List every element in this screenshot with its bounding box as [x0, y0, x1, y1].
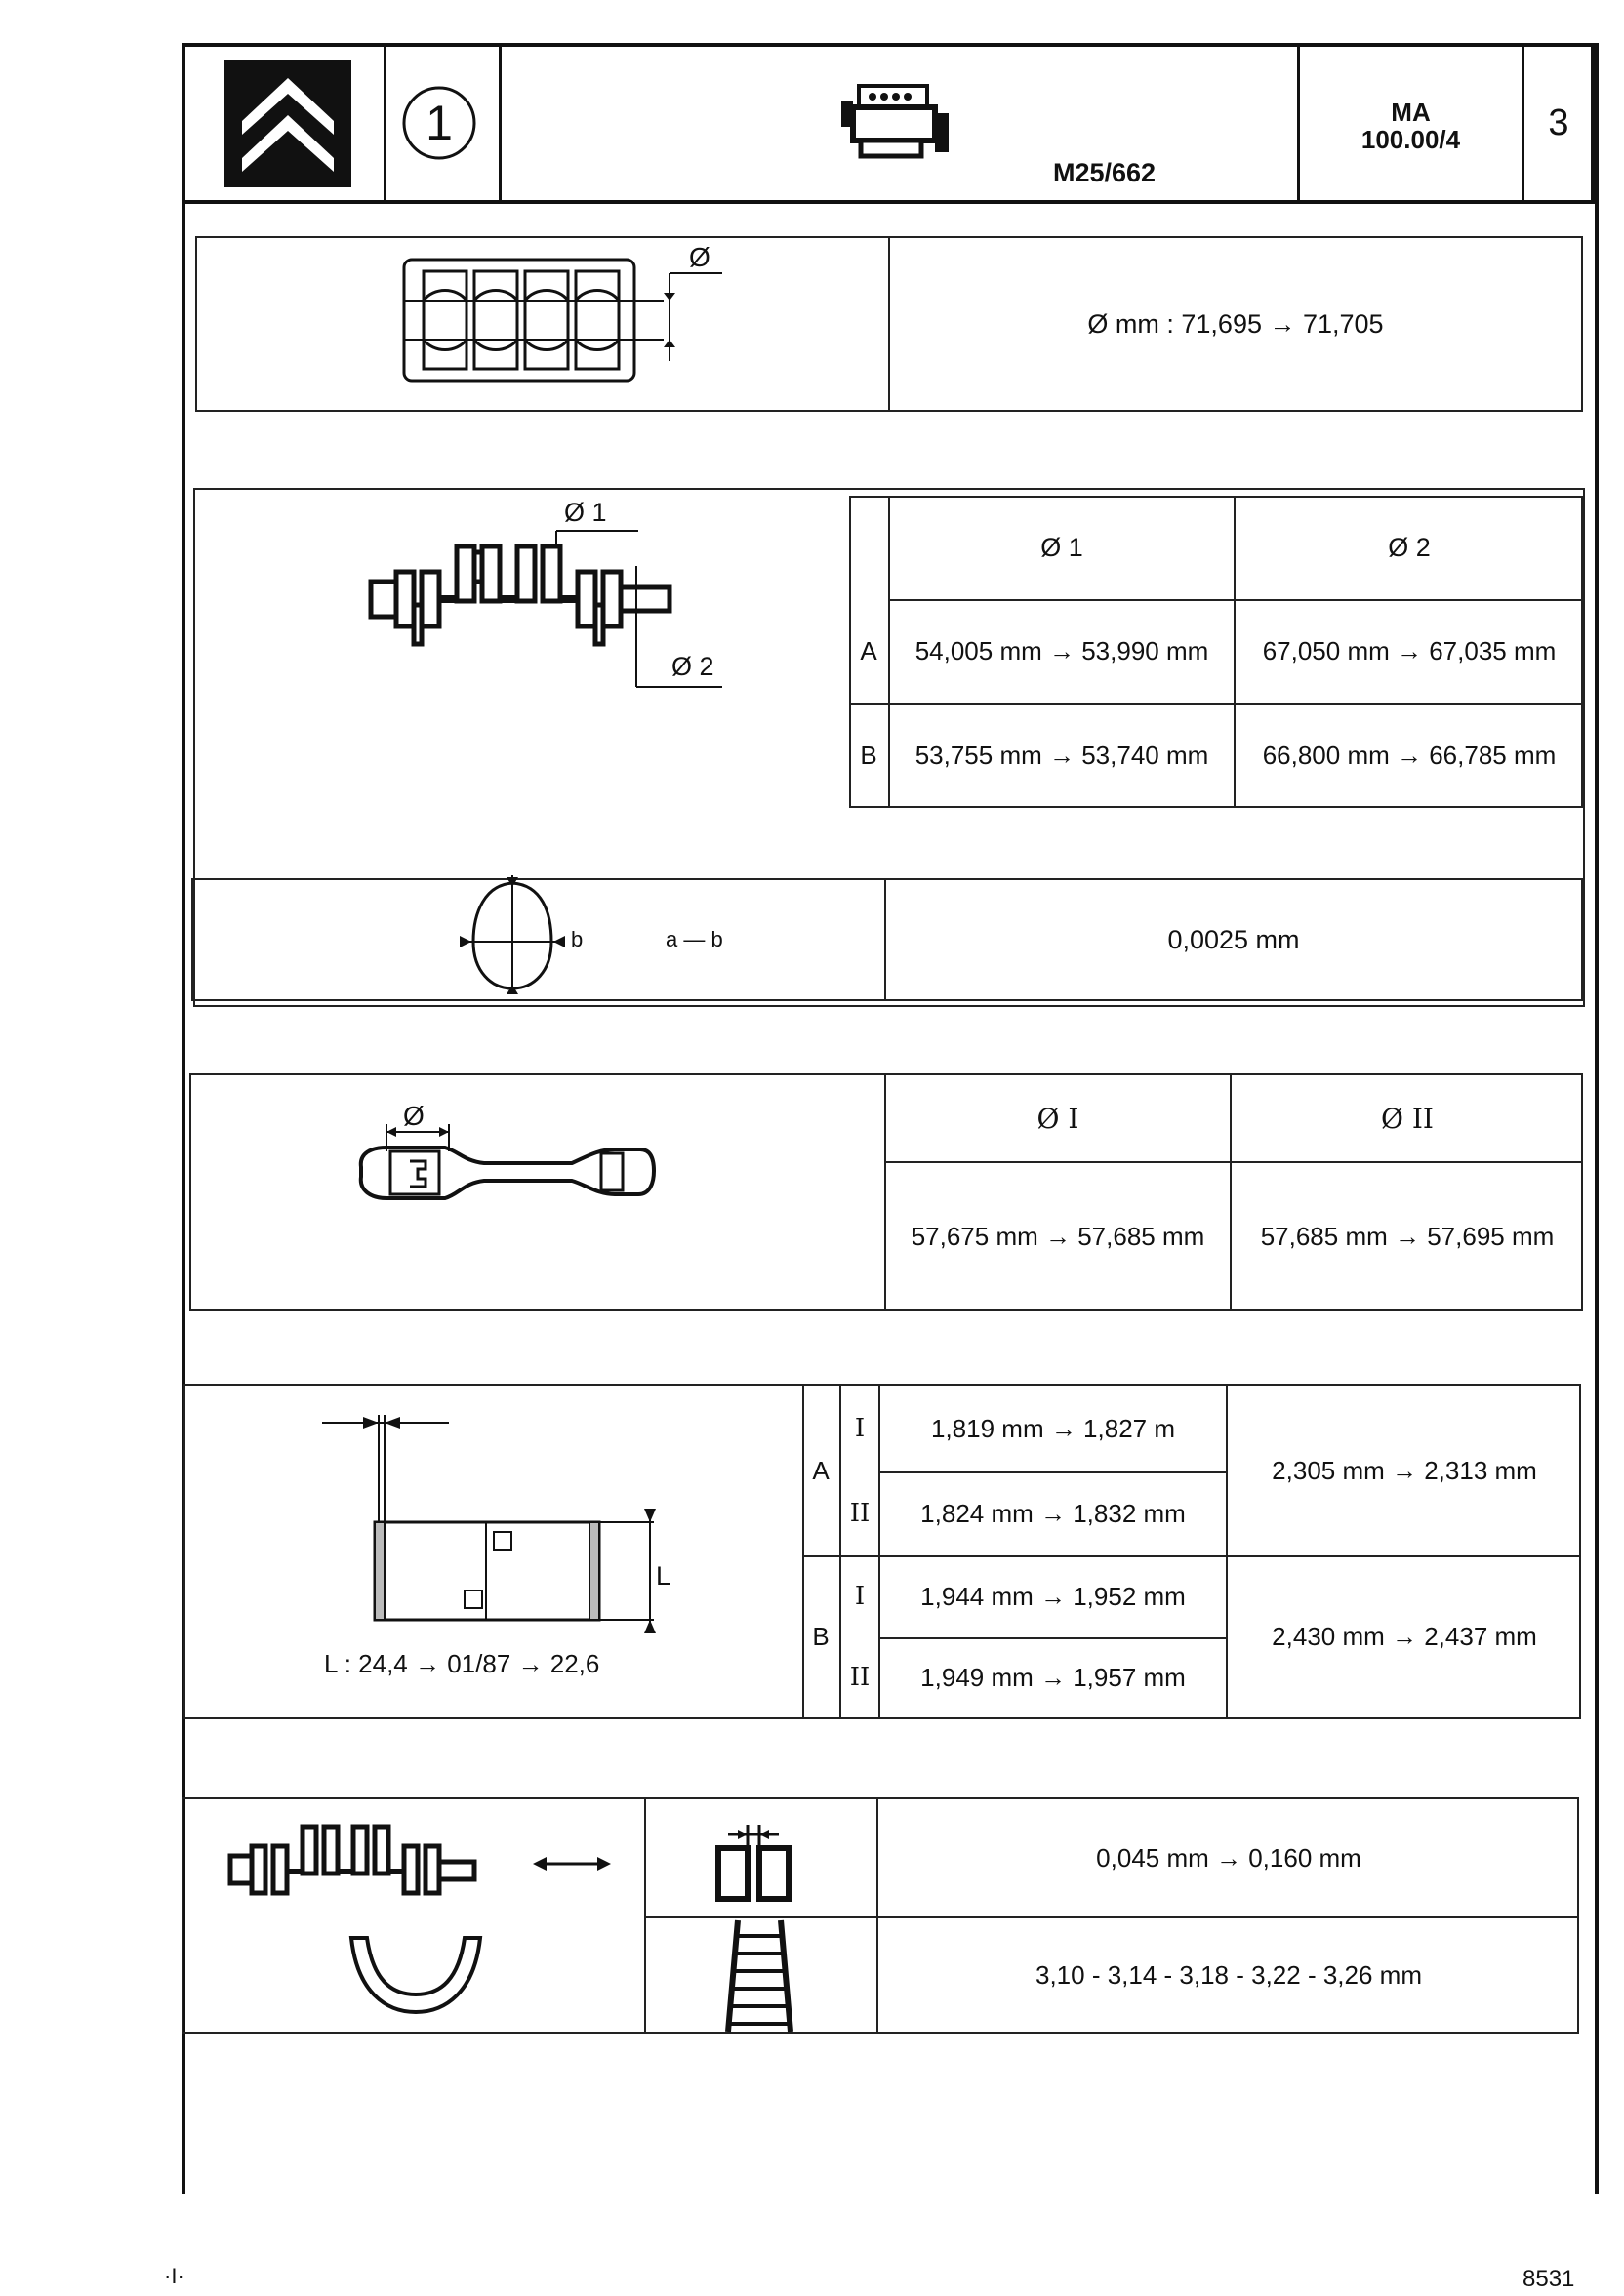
- divider: [1226, 1386, 1228, 1717]
- divider: [878, 1637, 1226, 1639]
- footer-left-mark: ·I·: [164, 2264, 184, 2288]
- journal-table: [849, 496, 1583, 808]
- shell-b-roman-1: I: [854, 1582, 866, 1611]
- shell-length-note: L : 24,4 → 01/87 → 22,6: [324, 1649, 600, 1678]
- section-circle: [402, 86, 476, 160]
- ovality-value: 0,0025 mm: [1167, 924, 1300, 954]
- divider: [839, 1386, 841, 1717]
- ovality-section: [191, 878, 1583, 1001]
- page-header: 1 M25/662 MA 100.00/4 3: [182, 43, 1595, 204]
- crankshaft-section: [193, 488, 1585, 1007]
- divider: [884, 1075, 886, 1309]
- journal-a-d2: 67,050 mm → 67,035 mm: [1262, 635, 1557, 665]
- engine-block-icon: [841, 84, 949, 159]
- rod-value-d1: 57,675 mm → 57,685 mm: [911, 1221, 1205, 1251]
- manual-ref-line2: 100.00/4: [1360, 125, 1461, 154]
- bore-diameter-symbol: Ø: [689, 242, 710, 272]
- divider: [1230, 1075, 1232, 1309]
- divider: [849, 703, 1583, 705]
- engine-cell: M25/662: [502, 47, 1300, 200]
- divider: [888, 496, 890, 808]
- journal-d2-label: Ø 2: [671, 652, 714, 681]
- bearing-shells-section: [183, 1384, 1581, 1719]
- ovality-label-b: b: [571, 927, 584, 951]
- journal-grade-b: B: [860, 740, 877, 770]
- divider: [644, 1799, 646, 2032]
- manual-ref-cell: MA 100.00/4: [1300, 47, 1524, 200]
- shell-a-roman-2: II: [849, 1499, 871, 1528]
- journal-col-d2: Ø 2: [1388, 532, 1431, 562]
- divider: [802, 1555, 1581, 1557]
- shell-b-value-2: 1,949 mm → 1,957 mm: [920, 1662, 1186, 1692]
- shell-length-label: L: [656, 1561, 671, 1591]
- logo-cell: [185, 47, 386, 200]
- connecting-rod-section: [189, 1073, 1583, 1311]
- section-cell: 1: [386, 47, 502, 200]
- divider: [888, 238, 890, 410]
- shell-grade-a: A: [812, 1455, 830, 1485]
- rod-col-d2: Ø II: [1381, 1102, 1434, 1135]
- divider: [644, 1916, 1579, 1918]
- block-bore-section: [195, 236, 1583, 412]
- bore-diameter-value: Ø mm : 71,695 → 71,705: [1087, 308, 1384, 339]
- shell-a-value-2: 1,824 mm → 1,832 mm: [920, 1498, 1186, 1528]
- rod-value-d2: 57,685 mm → 57,695 mm: [1260, 1221, 1555, 1251]
- page-number: 3: [1548, 102, 1569, 143]
- thrust-washer-sizes: 3,10 - 3,14 - 3,18 - 3,22 - 3,26 mm: [1035, 1959, 1422, 1990]
- manual-ref-line1: MA: [1391, 98, 1431, 127]
- shell-grade-b: B: [812, 1621, 830, 1651]
- connecting-rod-diagram: [358, 1124, 657, 1200]
- end-float-play: 0,045 mm → 0,160 mm: [1096, 1842, 1361, 1873]
- divider: [878, 1471, 1226, 1473]
- cylinder-block-diagram: [402, 258, 722, 383]
- shell-a-roman-1: I: [854, 1414, 866, 1443]
- clearance-gauge-icon: [715, 1825, 792, 1902]
- divider: [884, 1161, 1583, 1163]
- divider: [876, 1799, 878, 2032]
- divider: [878, 1386, 880, 1717]
- citroen-double-chevron-icon: [224, 60, 351, 187]
- crankshaft-small-icon: [227, 1824, 477, 1896]
- journal-col-d1: Ø 1: [1040, 532, 1083, 562]
- journal-d1-label: Ø 1: [564, 498, 607, 527]
- journal-b-d2: 66,800 mm → 66,785 mm: [1262, 740, 1557, 770]
- shim-stack-icon: [725, 1919, 793, 2033]
- journal-a-d1: 54,005 mm → 53,990 mm: [914, 635, 1209, 665]
- shell-b-value-1: 1,944 mm → 1,952 mm: [920, 1581, 1186, 1611]
- rod-diameter-symbol: Ø: [403, 1101, 425, 1131]
- footer-code: 8531: [1522, 2266, 1575, 2292]
- double-arrow-icon: [533, 1857, 611, 1871]
- end-float-section: [182, 1797, 1579, 2034]
- shell-b-roman-2: II: [849, 1663, 871, 1692]
- bearing-shell-diagram: [322, 1415, 656, 1633]
- shell-a-combined: 2,305 mm → 2,313 mm: [1272, 1455, 1537, 1485]
- journal-b-d1: 53,755 mm → 53,740 mm: [914, 740, 1209, 770]
- crankshaft-diagram: [368, 530, 722, 688]
- divider: [884, 880, 886, 999]
- journal-grade-a: A: [860, 635, 877, 665]
- divider: [802, 1386, 804, 1717]
- divider: [1234, 496, 1236, 808]
- shell-b-combined: 2,430 mm → 2,437 mm: [1272, 1621, 1537, 1651]
- section-number: 1: [426, 96, 453, 150]
- shell-a-value-1: 1,819 mm → 1,827 m: [931, 1413, 1175, 1443]
- thrust-washer-icon: [348, 1936, 483, 2015]
- engine-code: M25/662: [1053, 158, 1157, 187]
- divider: [888, 599, 1583, 601]
- rod-col-d1: Ø I: [1036, 1102, 1079, 1135]
- ovality-formula: a — b: [666, 927, 723, 951]
- ovality-diagram: [460, 875, 565, 994]
